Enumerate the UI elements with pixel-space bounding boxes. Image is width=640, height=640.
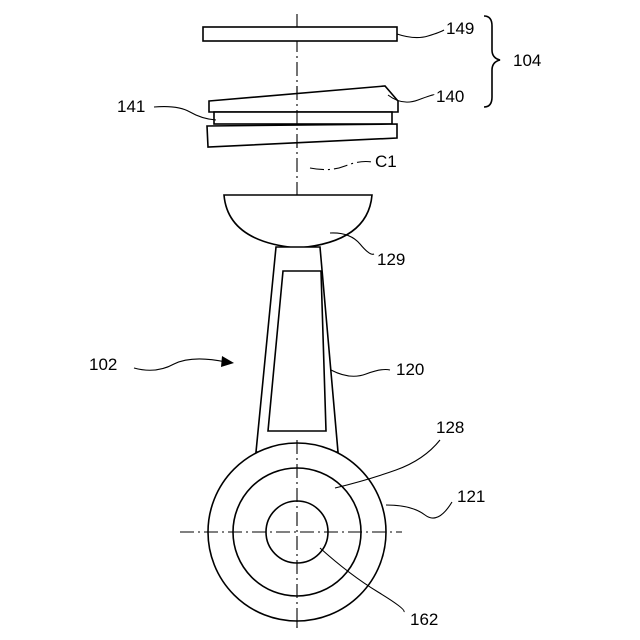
part-140-assembly [207, 86, 398, 147]
part-141-band [214, 112, 392, 124]
rod-120 [256, 247, 338, 452]
part-140-top [209, 86, 398, 112]
label-104: 104 [513, 51, 541, 70]
label-c1: C1 [375, 152, 397, 171]
label-141: 141 [117, 97, 145, 116]
arrow-102-head [221, 356, 234, 367]
plate-149 [203, 27, 397, 41]
label-120: 120 [396, 360, 424, 379]
leader-c1 [310, 162, 372, 170]
bowl-129 [224, 195, 372, 248]
leader-149 [397, 30, 444, 38]
leader-141 [154, 107, 216, 120]
part-140-bottom [207, 124, 397, 147]
leader-121 [386, 502, 452, 518]
label-129: 129 [377, 250, 405, 269]
label-128: 128 [436, 418, 464, 437]
label-121: 121 [457, 487, 485, 506]
label-102: 102 [89, 355, 117, 374]
bracket-104 [484, 16, 500, 107]
label-162: 162 [410, 610, 438, 629]
label-149: 149 [446, 19, 474, 38]
label-140: 140 [436, 87, 464, 106]
leader-120 [331, 370, 390, 377]
arrow-102-line [134, 359, 226, 370]
